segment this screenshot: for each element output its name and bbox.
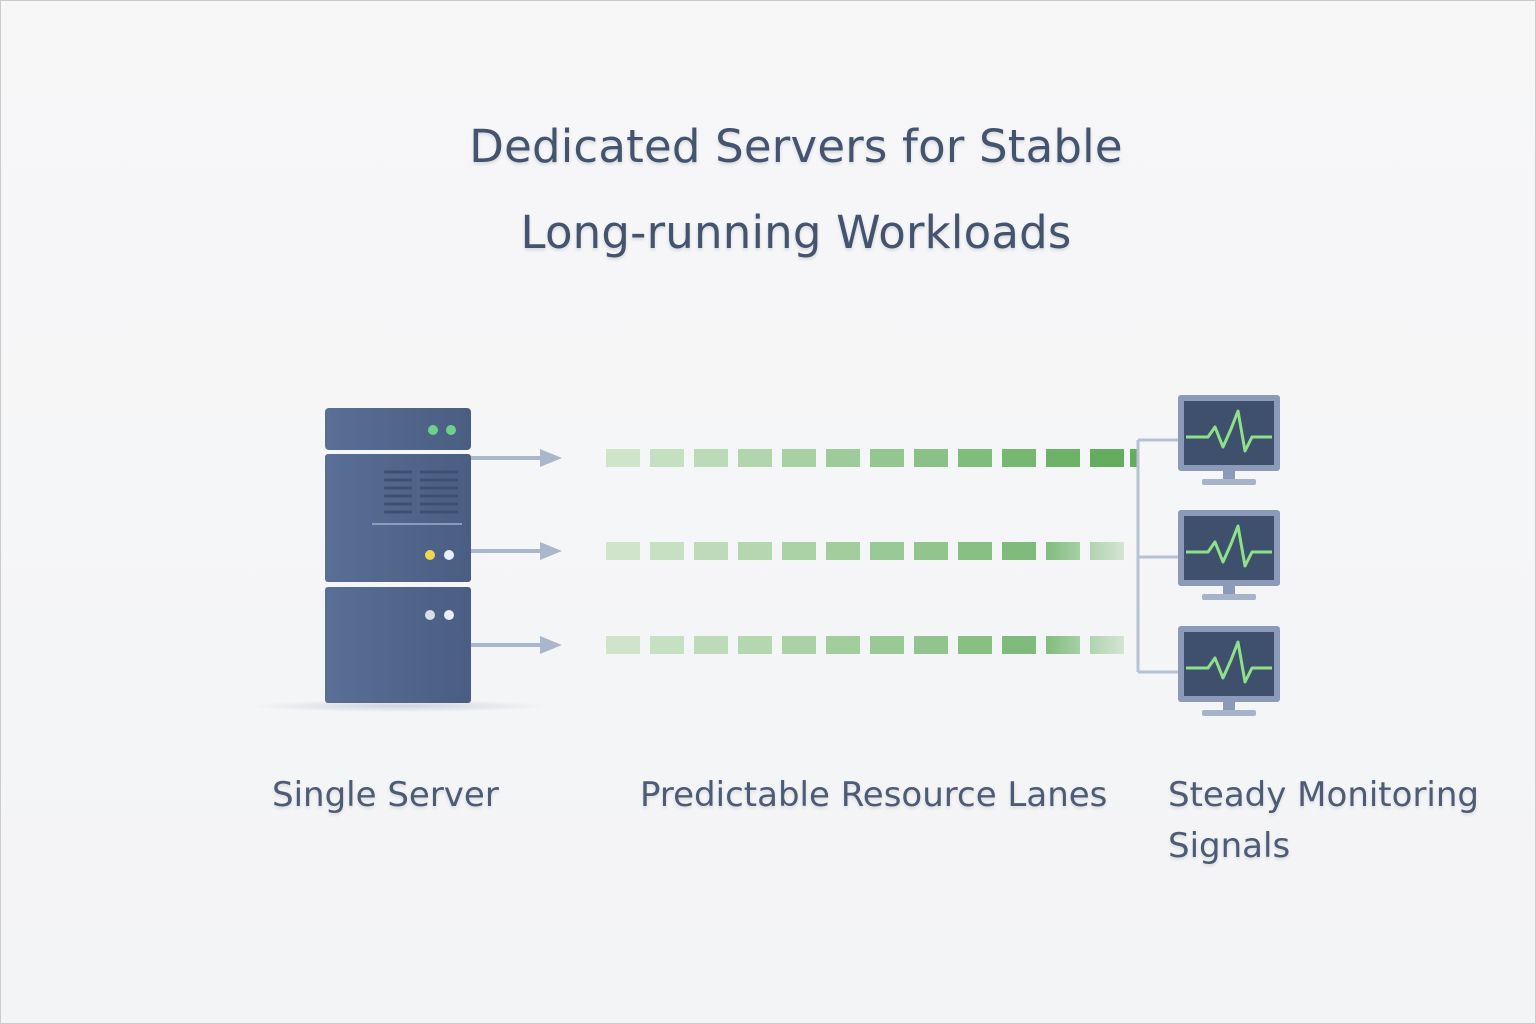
lane-segment [606,636,640,654]
vent-grille-icon [384,470,458,514]
lane-segment [782,449,816,467]
monitor-heartbeat-icon [1178,510,1280,600]
monitors-group [1178,395,1280,716]
lane-segment [1002,542,1036,560]
server-bottom-unit [325,587,471,703]
heartbeat-line [1186,409,1272,453]
server-middle-unit [325,454,471,582]
lane-segment [870,542,904,560]
arrow-right-icon [471,449,562,467]
lane-segment [650,449,684,467]
lane-segment [914,636,948,654]
connector-bracket [1136,438,1178,674]
server-shadow [250,700,550,712]
lane-3 [606,635,1138,655]
lane-segment [826,542,860,560]
title-line-2: Long-running Workloads [520,206,1072,259]
lane-segment [782,542,816,560]
heartbeat-line [1186,640,1272,684]
lane-segment [782,636,816,654]
lane-segment [958,449,992,467]
lane-2 [606,541,1138,561]
status-light-white-3 [444,610,454,620]
lane-segment [870,449,904,467]
lane-segment [650,542,684,560]
status-light-green-1 [428,425,438,435]
resource-lanes [606,449,1138,655]
title-line-1: Dedicated Servers for Stable [469,120,1123,173]
arrows-group [471,449,562,654]
monitor-heartbeat-icon [1178,626,1280,716]
lane-segment [1002,636,1036,654]
caption-monitoring-line-1: Steady Monitoring [1168,775,1479,815]
monitor-heartbeat-icon [1178,395,1280,485]
lane-segment [958,542,992,560]
status-light-green-2 [446,425,456,435]
server-rack-icon [250,408,550,712]
lane-segment [738,636,772,654]
status-light-yellow [425,550,435,560]
arrow-right-icon [471,636,562,654]
lane-segment [914,449,948,467]
server-top-unit [325,408,471,450]
lane-segment [694,636,728,654]
lane-segment [606,449,640,467]
lane-segment [826,636,860,654]
caption-single-server: Single Server [272,775,499,815]
caption-resource-lanes: Predictable Resource Lanes [640,775,1108,815]
lane-1 [606,449,1138,467]
lane-segment [738,449,772,467]
lane-segment [958,636,992,654]
lane-segment [1046,449,1080,467]
lane-segment [606,542,640,560]
lane-segment [694,449,728,467]
arrow-right-icon [471,542,562,560]
lane-segment [694,542,728,560]
lane-segment [870,636,904,654]
lane-segment [650,636,684,654]
lane-segment [1090,449,1124,467]
status-light-white-1 [444,550,454,560]
lane-segment [914,542,948,560]
status-light-white-2 [425,610,435,620]
lane-segment [1002,449,1036,467]
caption-monitoring-line-2: Signals [1168,826,1291,866]
lane-segment [826,449,860,467]
lane-segment [738,542,772,560]
heartbeat-line [1186,524,1272,568]
caption-monitoring: Steady Monitoring Signals [1168,770,1479,872]
